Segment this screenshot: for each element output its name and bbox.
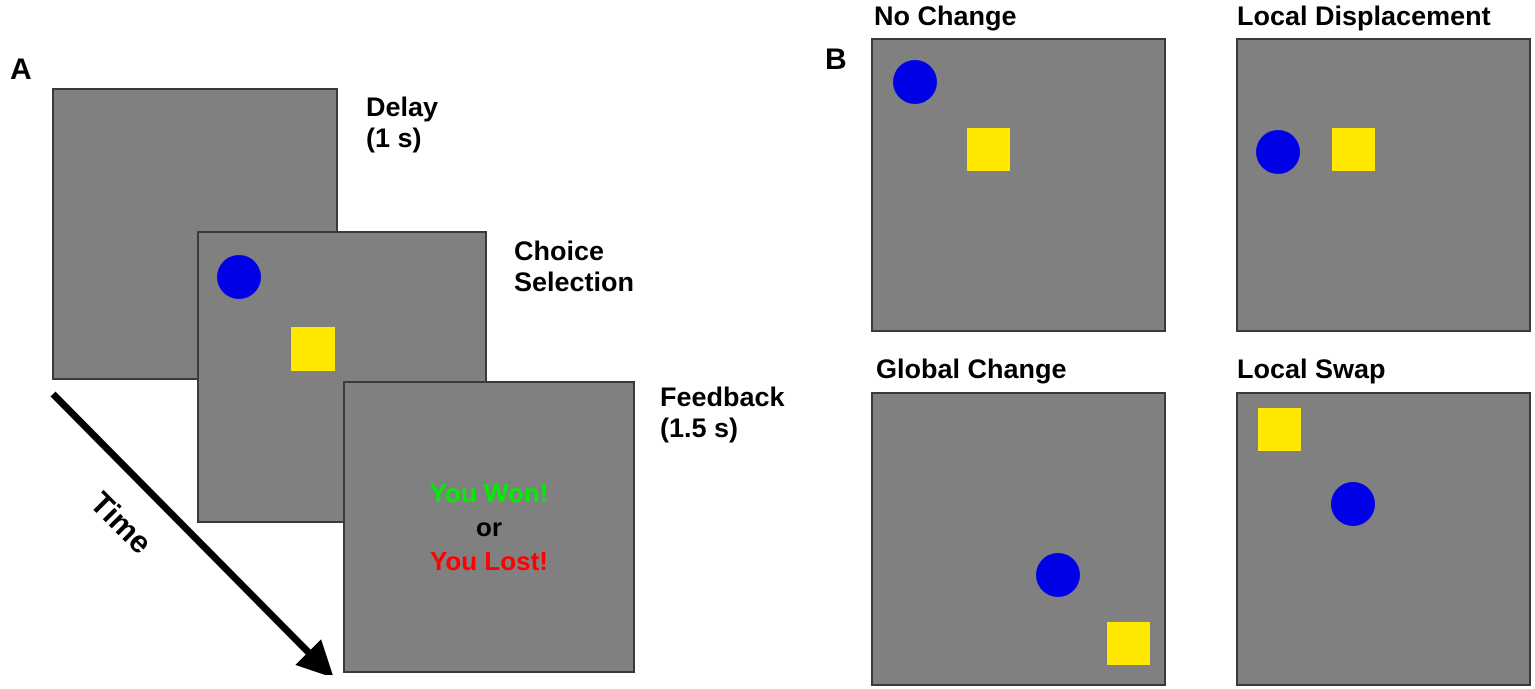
condition-title-no-change: No Change xyxy=(874,1,1017,31)
blue-circle-stimulus xyxy=(217,255,261,299)
panel-letter-b: B xyxy=(825,43,847,76)
yellow-square-stimulus xyxy=(1332,128,1375,171)
condition-panel-local-displacement xyxy=(1236,38,1531,332)
condition-panel-global-change xyxy=(871,392,1166,686)
feedback-won-text: You Won! xyxy=(429,478,549,508)
condition-panel-no-change xyxy=(871,38,1166,332)
stage-label-feedback: Feedback (1.5 s) xyxy=(660,382,785,444)
blue-circle-stimulus xyxy=(1256,130,1300,174)
panel-letter-a: A xyxy=(10,53,32,86)
stage-label-choice-selection: Choice Selection xyxy=(514,236,635,298)
blue-circle-stimulus xyxy=(1036,553,1080,597)
yellow-square-stimulus xyxy=(1107,622,1150,665)
condition-panel-local-swap xyxy=(1236,392,1531,686)
blue-circle-stimulus xyxy=(1331,482,1375,526)
time-axis-label: Time xyxy=(83,485,159,561)
yellow-square-stimulus xyxy=(967,128,1010,171)
condition-title-local-displacement: Local Displacement xyxy=(1237,1,1491,31)
blue-circle-stimulus xyxy=(893,60,937,104)
feedback-lost-text: You Lost! xyxy=(430,546,548,576)
feedback-screen: You Won! or You Lost! xyxy=(343,381,635,673)
condition-title-local-swap: Local Swap xyxy=(1237,354,1386,384)
yellow-square-stimulus xyxy=(1258,408,1301,451)
condition-title-global-change: Global Change xyxy=(876,354,1067,384)
feedback-or-text: or xyxy=(476,512,502,542)
yellow-square-stimulus xyxy=(291,327,335,371)
stage-label-delay: Delay (1 s) xyxy=(366,92,439,154)
